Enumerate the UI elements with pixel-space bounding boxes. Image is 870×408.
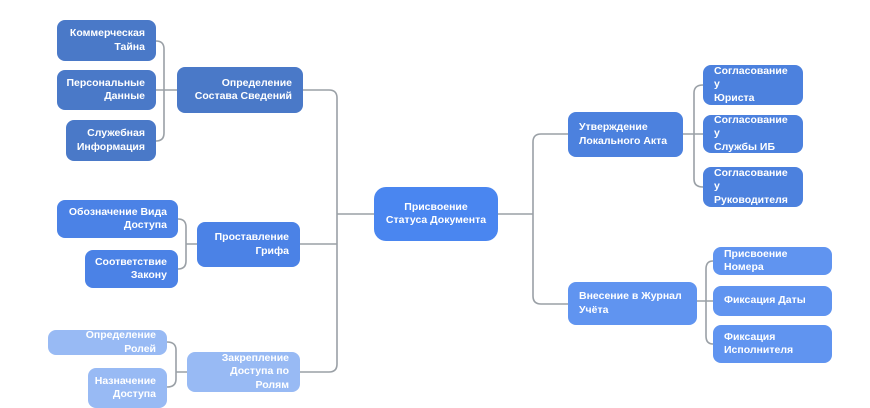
node-access-type-designation[interactable]: Обозначение Вида Доступа	[57, 200, 178, 238]
node-label: Фиксация Даты	[724, 294, 806, 307]
connector-group-local-act	[682, 84, 704, 188]
connector-group-information-scope	[155, 40, 178, 142]
node-label: Закрепление Доступа по Ролям	[221, 351, 289, 391]
node-manager-approval[interactable]: Согласование у Руководителя	[703, 167, 803, 207]
node-official-information[interactable]: Служебная Информация	[66, 120, 156, 161]
node-label: Обозначение Вида Доступа	[68, 205, 167, 231]
node-label: Соответствие Закону	[94, 255, 167, 281]
node-assign-number[interactable]: Присвоение Номера	[713, 247, 832, 275]
node-label: Согласование у Руководителя	[714, 166, 788, 206]
node-label: Внесение в Журнал Учёта	[579, 290, 682, 316]
node-law-compliance[interactable]: Соответствие Закону	[85, 250, 178, 288]
connector-group-role-access	[166, 341, 188, 388]
node-label: Определение Состава Сведений	[194, 76, 292, 102]
node-label: Служебная Информация	[76, 127, 145, 153]
node-label: Присвоение Номера	[724, 247, 788, 273]
node-label: Утверждение Локального Акта	[579, 121, 668, 147]
node-fix-date[interactable]: Фиксация Даты	[713, 286, 832, 316]
connector-right-trunk	[497, 133, 569, 305]
node-label: Согласование у Службы ИБ	[714, 113, 788, 153]
node-label: Коммерческая Тайна	[69, 27, 145, 53]
node-define-roles[interactable]: Определение Ролей	[48, 329, 167, 355]
node-fix-executor[interactable]: Фиксация Исполнителя	[713, 325, 832, 363]
connector-group-journal	[696, 260, 714, 345]
node-commercial-secret[interactable]: Коммерческая Тайна	[57, 20, 156, 61]
node-root-document-status[interactable]: Присвоение Статуса Документа	[374, 187, 498, 241]
node-define-information-scope[interactable]: Определение Состава Сведений	[177, 67, 303, 113]
node-lawyer-approval[interactable]: Согласование у Юриста	[703, 65, 803, 105]
node-label: Назначение Доступа	[94, 374, 156, 400]
node-assign-access[interactable]: Назначение Доступа	[88, 368, 167, 408]
node-label: Определение Ролей	[85, 329, 156, 355]
node-label: Согласование у Юриста	[714, 64, 788, 104]
node-label: Фиксация Исполнителя	[724, 330, 794, 356]
node-personal-data[interactable]: Персональные Данные	[57, 70, 156, 110]
node-label: Присвоение Статуса Документа	[385, 200, 487, 226]
node-approve-local-act[interactable]: Утверждение Локального Акта	[568, 112, 683, 157]
node-apply-classification-stamp[interactable]: Проставление Грифа	[197, 222, 300, 267]
node-label: Проставление Грифа	[214, 231, 289, 257]
node-role-based-access[interactable]: Закрепление Доступа по Ролям	[187, 352, 300, 392]
node-register-in-journal[interactable]: Внесение в Журнал Учёта	[568, 282, 697, 325]
node-label: Персональные Данные	[66, 76, 145, 102]
node-security-service-approval[interactable]: Согласование у Службы ИБ	[703, 113, 803, 153]
connector-left-trunk	[299, 89, 375, 373]
connector-group-classification-stamp	[177, 218, 198, 270]
